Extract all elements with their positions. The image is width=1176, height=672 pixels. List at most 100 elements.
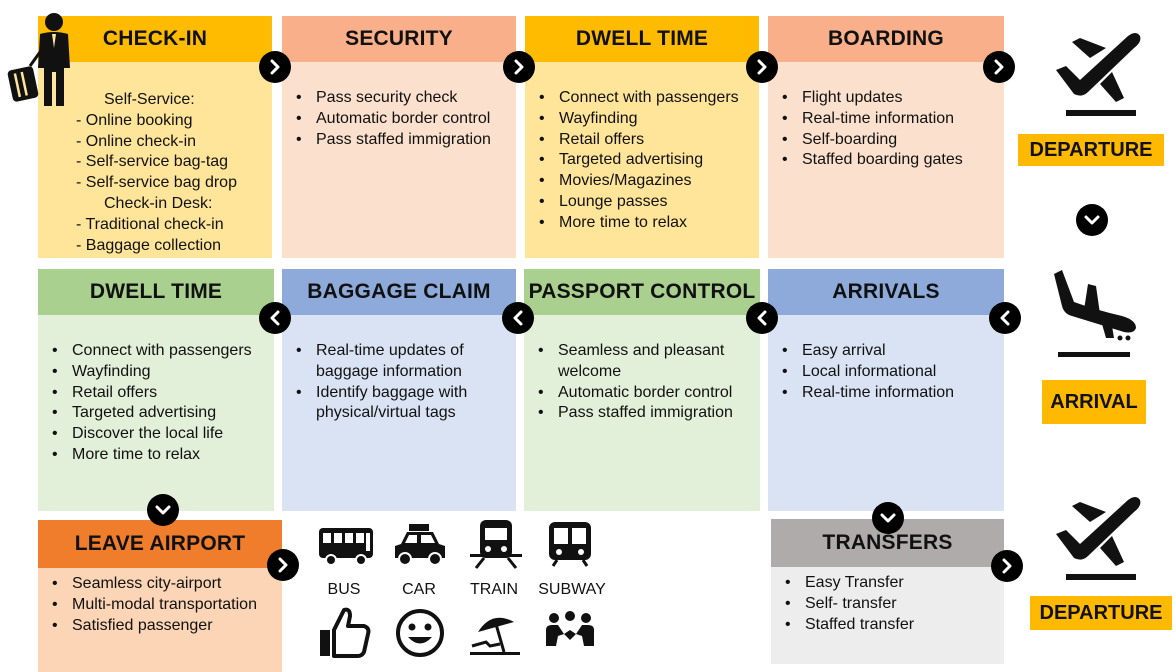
- list-item: Automatic border control: [290, 109, 512, 130]
- back-arrow-arrival: [989, 302, 1021, 334]
- security-card: SECURITY Pass security checkAutomatic bo…: [282, 16, 516, 258]
- list-item: Seamless city-airport: [46, 574, 278, 595]
- passport-card: PASSPORT CONTROL Seamless and pleasantwe…: [524, 269, 760, 511]
- transfers-title: TRANSFERS: [822, 531, 953, 554]
- thumbs-up-icon: [320, 607, 371, 658]
- list-item: Retail offers: [46, 383, 270, 404]
- departure-label-bottom: DEPARTURE: [1030, 596, 1172, 630]
- leave-airport-card: LEAVE AIRPORT Seamless city-airportMulti…: [38, 520, 282, 672]
- list-item: Self- transfer: [779, 594, 1000, 615]
- leave-airport-header: LEAVE AIRPORT: [38, 520, 282, 568]
- baggage-claim-header: BAGGAGE CLAIM: [282, 269, 516, 315]
- transport-label-train: TRAIN: [470, 581, 518, 598]
- down-arrow-departure: [1076, 204, 1108, 236]
- security-title: SECURITY: [345, 27, 453, 50]
- passport-list: Seamless and pleasantwelcomeAutomatic bo…: [532, 341, 756, 424]
- arrivals-body: Easy arrivalLocal informationalReal-time…: [768, 315, 1004, 511]
- list-item: Real-time information: [776, 383, 1000, 404]
- next-arrow-leave: [267, 549, 299, 581]
- departure-plane-icon: [1056, 33, 1141, 116]
- list-item: Wayfinding: [46, 362, 270, 383]
- chevron-left-icon: [270, 310, 280, 326]
- next-arrow-checkin: [259, 51, 291, 83]
- leave-airport-list: Seamless city-airportMulti-modal transpo…: [46, 574, 278, 636]
- chevron-right-icon: [278, 557, 288, 573]
- list-item: Easy arrival: [776, 341, 1000, 362]
- handshake-group-icon: [546, 611, 594, 646]
- list-item: Discover the local life: [46, 424, 270, 445]
- list-item: Targeted advertising: [46, 403, 270, 424]
- list-item: - Self-service bag-tag: [76, 153, 229, 171]
- list-item: Real-time information: [776, 109, 1000, 130]
- checkin-list: Self-Service:- Online booking- Online ch…: [76, 90, 237, 256]
- list-item: More time to relax: [46, 445, 270, 466]
- chevron-right-icon: [514, 59, 524, 75]
- passport-body: Seamless and pleasantwelcomeAutomatic bo…: [524, 315, 760, 511]
- back-arrow-baggage: [259, 302, 291, 334]
- list-item: - Online booking: [76, 111, 193, 129]
- passport-title: PASSPORT CONTROL: [528, 280, 756, 303]
- boarding-title: BOARDING: [828, 27, 944, 50]
- list-item: Wayfinding: [533, 109, 755, 130]
- list-item: Connect with passengers: [533, 88, 755, 109]
- leave-airport-body: Seamless city-airportMulti-modal transpo…: [38, 568, 282, 672]
- security-list: Pass security checkAutomatic border cont…: [290, 88, 512, 150]
- back-arrow-passport: [502, 302, 534, 334]
- chevron-down-icon: [1084, 215, 1100, 225]
- subway-icon: [549, 522, 591, 567]
- baggage-claim-title: BAGGAGE CLAIM: [307, 280, 491, 303]
- dwell-top-list: Connect with passengersWayfindingRetail …: [533, 88, 755, 234]
- list-item: Targeted advertising: [533, 150, 755, 171]
- arrivals-header: ARRIVALS: [768, 269, 1004, 315]
- chevron-down-icon: [880, 513, 896, 523]
- list-item: Pass staffed immigration: [532, 403, 756, 424]
- chevron-right-icon: [994, 59, 1004, 75]
- transport-label-subway: SUBWAY: [538, 581, 606, 598]
- chevron-right-icon: [757, 59, 767, 75]
- dwell-bottom-body: Connect with passengersWayfindingRetail …: [38, 315, 274, 511]
- list-item: Local informational: [776, 362, 1000, 383]
- dwell-bottom-card: DWELL TIME Connect with passengersWayfin…: [38, 269, 274, 511]
- list-item: Lounge passes: [533, 192, 755, 213]
- transport-label-car: CAR: [402, 581, 436, 598]
- down-arrow-dwell: [147, 494, 179, 526]
- chevron-left-icon: [513, 310, 523, 326]
- leave-airport-title: LEAVE AIRPORT: [74, 532, 246, 555]
- checkin-title: CHECK-IN: [102, 27, 208, 50]
- transfers-list: Easy TransferSelf- transferStaffed trans…: [779, 573, 1000, 635]
- bus-icon: [319, 528, 373, 566]
- departure-label-top: DEPARTURE: [1018, 134, 1164, 166]
- checkin-body: Self-Service:- Online booking- Online ch…: [38, 62, 272, 258]
- next-arrow-transfers: [991, 550, 1023, 582]
- list-item: Movies/Magazines: [533, 171, 755, 192]
- list-item: Self-boarding: [776, 130, 1000, 151]
- next-arrow-security: [503, 51, 535, 83]
- departure-plane-icon: [1056, 497, 1141, 580]
- list-item: Self-Service:: [104, 91, 195, 108]
- transfers-header: TRANSFERS: [771, 519, 1004, 567]
- arrivals-card: ARRIVALS Easy arrivalLocal informational…: [768, 269, 1004, 511]
- dwell-top-card: DWELL TIME Connect with passengersWayfin…: [525, 16, 759, 258]
- list-item: - Baggage collection: [76, 236, 221, 254]
- checkin-card: CHECK-IN Self-Service: - Online booking - …: [38, 16, 272, 258]
- list-item: - Traditional check-in: [76, 215, 224, 233]
- down-arrow-transfers: [872, 502, 904, 534]
- dwell-bottom-title: DWELL TIME: [89, 280, 223, 303]
- dwell-bottom-list: Connect with passengersWayfindingRetail …: [46, 341, 270, 466]
- train-icon: [470, 520, 522, 569]
- beach-umbrella-icon: [470, 617, 520, 655]
- list-item: Multi-modal transportation: [46, 595, 278, 616]
- passport-header: PASSPORT CONTROL: [524, 269, 760, 315]
- arrival-label: ARRIVAL: [1042, 380, 1146, 424]
- list-item: More time to relax: [533, 213, 755, 234]
- chevron-left-icon: [1000, 310, 1010, 326]
- next-arrow-boarding: [983, 51, 1015, 83]
- boarding-body: Flight updatesReal-time informationSelf-…: [768, 62, 1004, 258]
- list-item: Pass staffed immigration: [290, 130, 512, 151]
- list-item: Easy Transfer: [779, 573, 1000, 594]
- back-arrow-arrivals: [746, 302, 778, 334]
